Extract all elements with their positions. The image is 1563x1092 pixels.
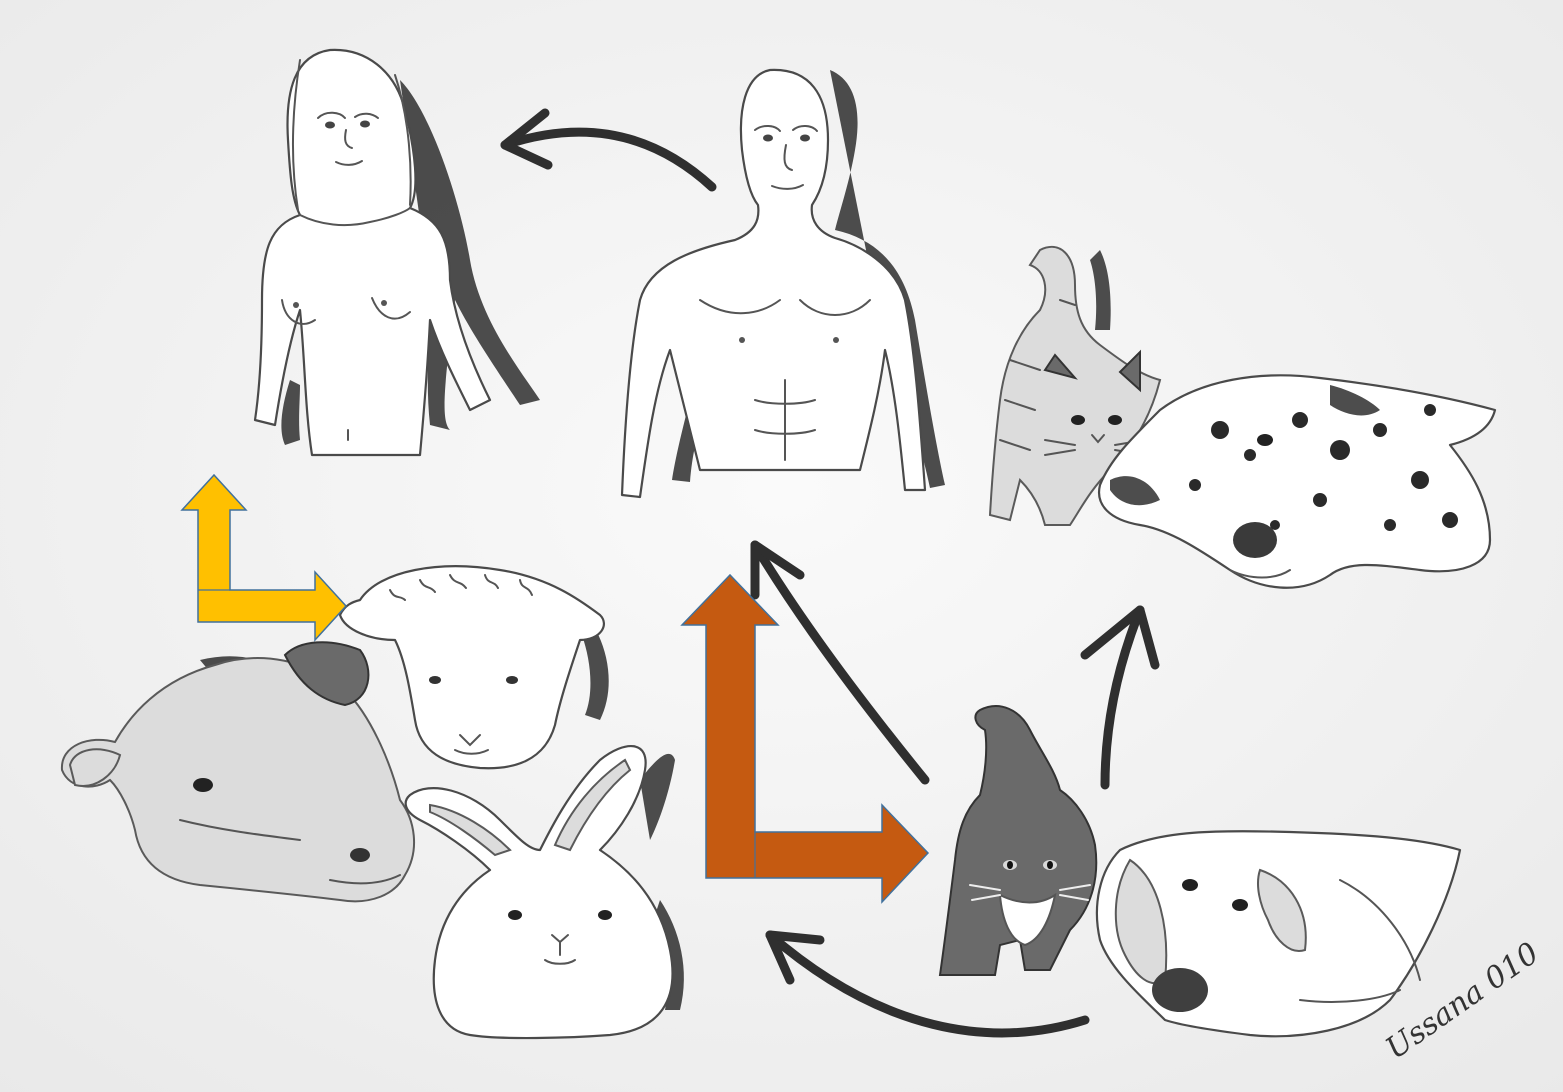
pencil-drawing: Ussana 010 — [0, 0, 1563, 1092]
drawing-canvas: Ussana 010 — [0, 0, 1563, 1092]
